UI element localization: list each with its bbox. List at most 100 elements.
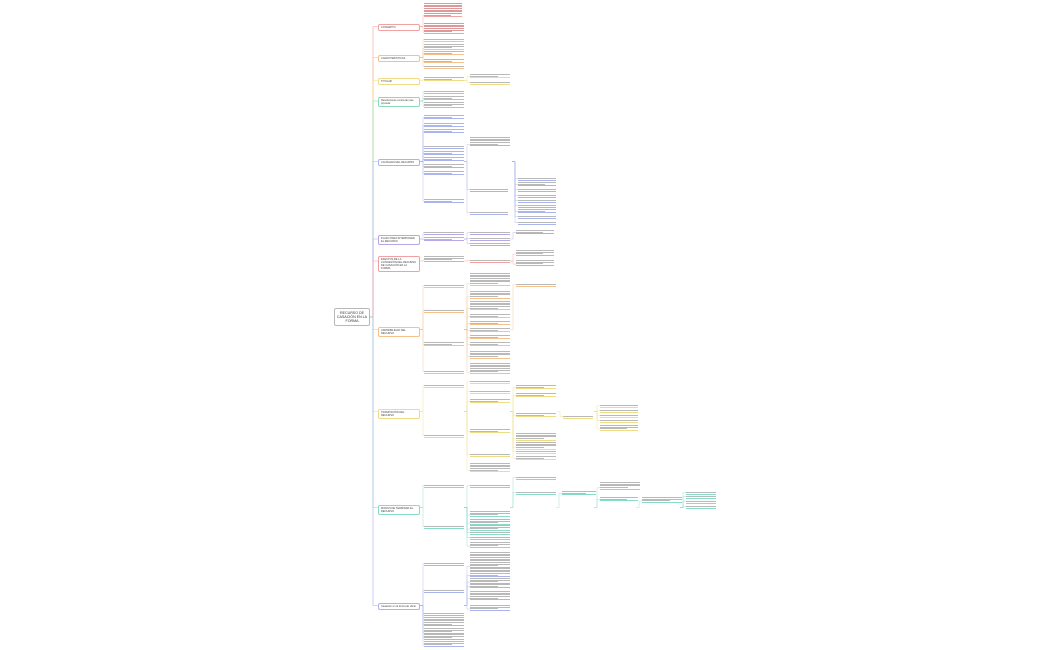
leaf-node[interactable]	[470, 362, 510, 375]
leaf-node[interactable]	[470, 81, 510, 85]
leaf-node[interactable]	[470, 350, 510, 359]
leaf-node[interactable]	[424, 145, 464, 149]
leaf-node[interactable]	[424, 22, 464, 35]
leaf-node[interactable]	[470, 577, 510, 584]
central-topic[interactable]: RECURSO DE CASACIÓN EN LA FORMA	[334, 308, 370, 326]
leaf-node[interactable]	[424, 341, 464, 347]
leaf-node[interactable]	[470, 510, 510, 517]
leaf-node[interactable]	[470, 334, 510, 340]
leaf-node[interactable]	[516, 283, 556, 287]
leaf-node[interactable]	[424, 128, 464, 134]
leaf-node[interactable]	[518, 221, 556, 225]
leaf-node[interactable]	[424, 76, 464, 82]
leaf-node[interactable]	[424, 284, 464, 288]
leaf-node[interactable]	[686, 495, 716, 499]
leaf-node[interactable]	[518, 194, 556, 198]
leaf-node[interactable]	[424, 95, 464, 101]
leaf-node[interactable]	[470, 237, 510, 241]
branch-node[interactable]: TRAMITACIÓN DEL RECURSO	[378, 409, 420, 419]
leaf-node[interactable]	[424, 633, 464, 640]
leaf-node[interactable]	[470, 518, 510, 525]
leaf-node[interactable]	[424, 156, 464, 162]
leaf-node[interactable]	[470, 341, 510, 347]
leaf-node[interactable]	[470, 390, 510, 394]
leaf-node[interactable]	[470, 590, 510, 601]
branch-node[interactable]: PLAZO PARA INTERPONER EL RECURSO	[378, 235, 420, 245]
leaf-node[interactable]	[470, 536, 510, 540]
leaf-node[interactable]	[424, 150, 464, 156]
leaf-node[interactable]	[516, 441, 556, 450]
leaf-node[interactable]	[424, 198, 464, 204]
leaf-node[interactable]	[424, 640, 464, 647]
leaf-node[interactable]	[424, 163, 464, 169]
leaf-node[interactable]	[424, 101, 464, 108]
leaf-node[interactable]	[424, 627, 464, 634]
leaf-node[interactable]	[424, 170, 464, 176]
leaf-node[interactable]	[470, 136, 510, 147]
leaf-node[interactable]	[516, 491, 556, 495]
leaf-node[interactable]	[424, 309, 464, 313]
leaf-node[interactable]	[516, 259, 554, 266]
leaf-node[interactable]	[470, 290, 510, 299]
leaf-node[interactable]	[424, 122, 464, 128]
leaf-node[interactable]	[424, 90, 464, 94]
leaf-node[interactable]	[562, 490, 596, 496]
branch-node[interactable]: Resoluciones contra las que procede	[378, 97, 420, 107]
leaf-node[interactable]	[686, 491, 716, 495]
leaf-node[interactable]	[470, 231, 510, 235]
leaf-node[interactable]	[516, 455, 556, 461]
leaf-node[interactable]	[470, 551, 510, 569]
branch-node[interactable]: EFECTOS DE LA CONCESIÓN DEL RECURSO DE C…	[378, 256, 420, 272]
leaf-node[interactable]	[424, 589, 464, 593]
leaf-node[interactable]	[642, 496, 682, 503]
leaf-node[interactable]	[516, 412, 556, 418]
leaf-node[interactable]	[470, 380, 510, 384]
leaf-node[interactable]	[424, 384, 464, 388]
leaf-node[interactable]	[470, 604, 510, 611]
leaf-node[interactable]	[424, 525, 464, 529]
branch-node[interactable]: MODOS DE TERMINAR EL RECURSO	[378, 505, 420, 515]
branch-node[interactable]: CARACTERISTICAS	[378, 55, 420, 62]
leaf-node[interactable]	[518, 215, 556, 219]
leaf-node[interactable]	[424, 114, 464, 120]
leaf-node[interactable]	[424, 38, 464, 42]
branch-node[interactable]: ADMISIBILIDAD DEL RECURSO	[378, 327, 420, 337]
leaf-node[interactable]	[470, 313, 510, 319]
leaf-node[interactable]	[686, 505, 716, 509]
leaf-node[interactable]	[518, 181, 556, 187]
leaf-node[interactable]	[424, 50, 464, 56]
leaf-node[interactable]	[516, 229, 554, 235]
leaf-node[interactable]	[470, 453, 510, 457]
leaf-node[interactable]	[470, 484, 510, 488]
leaf-node[interactable]	[424, 2, 462, 18]
branch-node[interactable]: Casación en la forma de oficio	[378, 603, 420, 610]
leaf-node[interactable]	[424, 65, 464, 69]
leaf-node[interactable]	[516, 450, 556, 454]
leaf-node[interactable]	[600, 409, 638, 413]
leaf-node[interactable]	[470, 73, 510, 79]
leaf-node[interactable]	[470, 320, 510, 326]
leaf-node[interactable]	[516, 432, 556, 441]
leaf-node[interactable]	[424, 434, 464, 438]
branch-node[interactable]: TITULAR	[378, 78, 420, 85]
leaf-node[interactable]	[600, 481, 640, 490]
leaf-node[interactable]	[470, 272, 510, 286]
leaf-node[interactable]	[518, 199, 556, 203]
leaf-node[interactable]	[516, 476, 556, 480]
leaf-node[interactable]	[470, 541, 510, 548]
leaf-node[interactable]	[424, 236, 464, 242]
leaf-node[interactable]	[470, 211, 508, 215]
leaf-node[interactable]	[424, 58, 464, 64]
leaf-node[interactable]	[470, 531, 510, 535]
leaf-node[interactable]	[470, 583, 510, 589]
leaf-node[interactable]	[600, 414, 638, 418]
leaf-node[interactable]	[516, 392, 556, 398]
leaf-node[interactable]	[424, 616, 464, 627]
leaf-node[interactable]	[470, 428, 510, 434]
leaf-node[interactable]	[424, 231, 464, 235]
leaf-node[interactable]	[516, 249, 554, 256]
leaf-node[interactable]	[470, 242, 510, 246]
leaf-node[interactable]	[470, 398, 510, 404]
leaf-node[interactable]	[686, 500, 716, 504]
leaf-node[interactable]	[424, 255, 464, 262]
